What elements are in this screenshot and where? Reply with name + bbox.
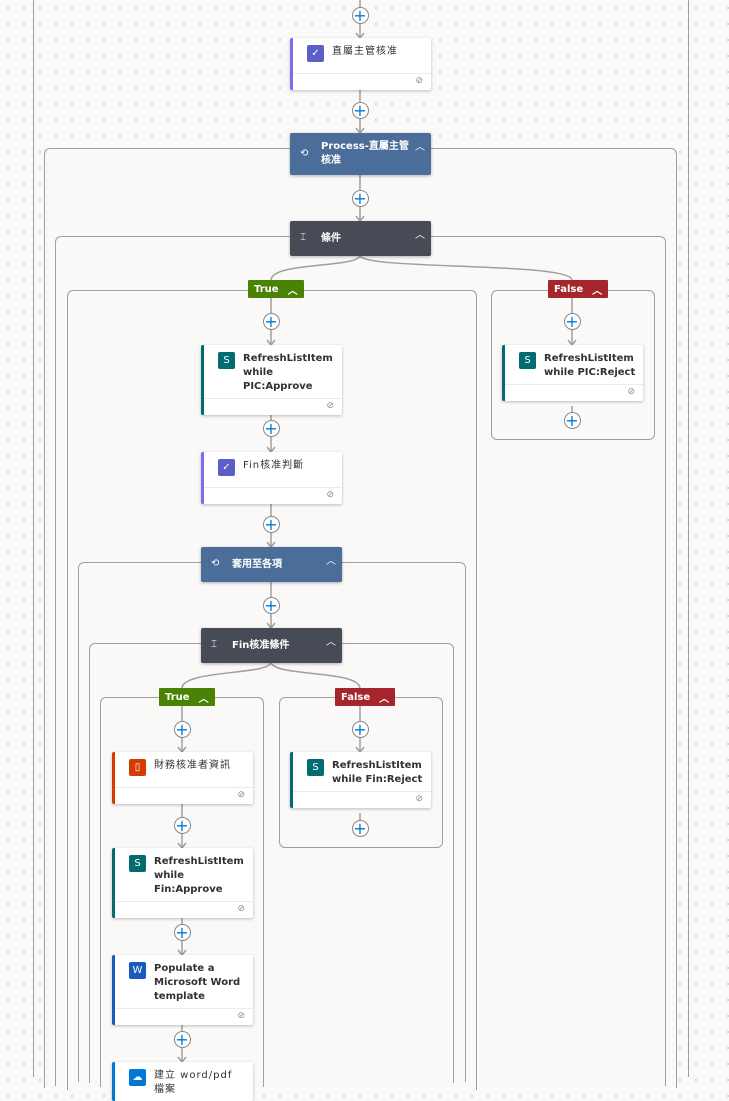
scope-title: Process-直屬主管核准 (321, 141, 409, 166)
chevron-up-icon[interactable]: ︿ (287, 285, 298, 297)
add-step-button[interactable]: + (351, 188, 369, 208)
add-step-button[interactable]: + (173, 1029, 191, 1049)
link-icon: ⊘ (237, 904, 245, 914)
card-title: RefreshListItem while Fin:Reject (332, 760, 423, 785)
action-card-pic-approve[interactable]: S RefreshListItem while PIC:Approve ⊘ (201, 345, 342, 415)
add-step-button[interactable]: + (173, 719, 191, 739)
outer-scope-border-left (33, 0, 34, 1077)
condition-icon: ⌶ (211, 639, 217, 650)
approvals-icon: ✓ (307, 45, 324, 62)
chevron-up-icon[interactable]: ︿ (379, 693, 390, 705)
onedrive-icon: ☁ (129, 1069, 146, 1086)
action-card-fin-approve[interactable]: S RefreshListItem while Fin:Approve ⊘ (112, 848, 253, 918)
card-title: RefreshListItem while PIC:Reject (544, 353, 636, 378)
chevron-up-icon[interactable]: ︿ (326, 637, 336, 648)
chevron-up-icon[interactable]: ︿ (415, 142, 425, 153)
card-title: Fin核准判斷 (243, 460, 305, 471)
scope-header-process[interactable]: ⟲ Process-直屬主管核准 ︿ (290, 133, 431, 175)
card-title: RefreshListItem while PIC:Approve (243, 353, 333, 392)
chevron-up-icon[interactable]: ︿ (592, 285, 603, 297)
link-icon: ⊘ (415, 76, 423, 86)
false-label: False (341, 691, 371, 703)
scope-header-condition[interactable]: ⌶ 條件 ︿ (290, 221, 431, 256)
card-title: RefreshListItem while Fin:Approve (154, 856, 244, 895)
loop-icon: ⟲ (211, 558, 220, 569)
scope-header-apply-each[interactable]: ⟲ 套用至各項 ︿ (201, 547, 342, 582)
link-icon: ⊘ (326, 401, 334, 411)
add-step-button[interactable]: + (351, 818, 369, 838)
scope-title: 條件 (321, 233, 341, 244)
sharepoint-icon: S (519, 352, 536, 369)
approvals-icon: ✓ (218, 459, 235, 476)
true-label: True (165, 691, 190, 703)
add-step-button[interactable]: + (262, 418, 280, 438)
false-label: False (554, 283, 584, 295)
add-step-button[interactable]: + (351, 5, 369, 25)
chevron-up-icon[interactable]: ︿ (326, 556, 336, 567)
card-title: 建立 word/pdf 檔案 (154, 1070, 233, 1095)
fin-false-branch-badge[interactable]: False ︿ (335, 688, 396, 706)
false-branch-badge[interactable]: False ︿ (548, 280, 609, 298)
loop-icon: ⟲ (300, 148, 309, 159)
link-icon: ⊘ (627, 387, 635, 397)
add-step-button[interactable]: + (563, 410, 581, 430)
add-step-button[interactable]: + (262, 595, 280, 615)
scope-header-fin-condition[interactable]: ⌶ Fin核准條件 ︿ (201, 628, 342, 663)
add-step-button[interactable]: + (262, 311, 280, 331)
add-step-button[interactable]: + (173, 815, 191, 835)
link-icon: ⊘ (415, 794, 423, 804)
action-card-pic-reject[interactable]: S RefreshListItem while PIC:Reject ⊘ (502, 345, 643, 401)
office-icon: ▯ (129, 759, 146, 776)
link-icon: ⊘ (237, 790, 245, 800)
true-label: True (254, 283, 279, 295)
link-icon: ⊘ (237, 1011, 245, 1021)
card-title: 直屬主管核准 (332, 46, 398, 57)
action-card-fin-decision[interactable]: ✓ Fin核准判斷 ⊘ (201, 452, 342, 504)
action-card-word-template[interactable]: W Populate a Microsoft Word template ⊘ (112, 955, 253, 1025)
scope-title: 套用至各項 (232, 559, 282, 570)
sharepoint-icon: S (218, 352, 235, 369)
add-step-button[interactable]: + (262, 514, 280, 534)
action-card-fin-reject[interactable]: S RefreshListItem while Fin:Reject ⊘ (290, 752, 431, 808)
add-step-button[interactable]: + (173, 922, 191, 942)
fin-true-branch-badge[interactable]: True ︿ (159, 688, 215, 706)
true-branch-badge[interactable]: True ︿ (248, 280, 304, 298)
action-card-fin-approver-info[interactable]: ▯ 財務核准者資訊 ⊘ (112, 752, 253, 804)
scope-title: Fin核准條件 (232, 640, 290, 651)
add-step-button[interactable]: + (351, 719, 369, 739)
chevron-up-icon[interactable]: ︿ (415, 230, 425, 241)
action-card-create-file[interactable]: ☁ 建立 word/pdf 檔案 (112, 1062, 253, 1101)
sharepoint-icon: S (307, 759, 324, 776)
outer-scope-border-right (688, 0, 689, 1077)
sharepoint-icon: S (129, 855, 146, 872)
word-icon: W (129, 962, 146, 979)
link-icon: ⊘ (326, 490, 334, 500)
card-title: Populate a Microsoft Word template (154, 963, 241, 1002)
add-step-button[interactable]: + (563, 311, 581, 331)
condition-icon: ⌶ (300, 232, 306, 243)
card-title: 財務核准者資訊 (154, 760, 231, 771)
add-step-button[interactable]: + (351, 100, 369, 120)
chevron-up-icon[interactable]: ︿ (198, 693, 209, 705)
action-card-manager-approval[interactable]: ✓ 直屬主管核准 ⊘ (290, 38, 431, 90)
